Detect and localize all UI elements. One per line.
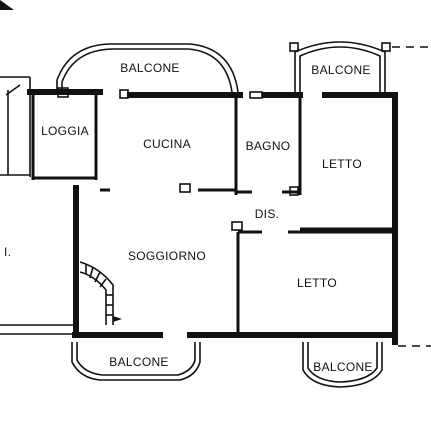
balcony-top-right <box>289 41 431 92</box>
label-loggia: LOGGIA <box>41 124 89 138</box>
staircase <box>79 261 122 325</box>
corner-arrow-icon <box>0 0 14 10</box>
walls <box>27 87 398 345</box>
side-mark: I. <box>4 245 11 259</box>
label-cucina: CUCINA <box>143 137 191 151</box>
label-soggiorno: SOGGIORNO <box>128 249 206 263</box>
label-bagno: BAGNO <box>246 139 291 153</box>
balcony-bottom-right <box>302 342 431 388</box>
label-letto-top: LETTO <box>322 157 362 171</box>
label-balcone-bottom-left: BALCONE <box>109 355 168 369</box>
balcony-bottom-left <box>71 342 201 381</box>
label-dis: DIS. <box>255 207 280 221</box>
adjacent-unit-lines <box>0 76 75 335</box>
label-letto-bottom: LETTO <box>297 276 337 290</box>
label-balcone-top-left: BALCONE <box>120 61 179 75</box>
label-balcone-top-right: BALCONE <box>311 63 370 77</box>
balcony-top-left <box>56 43 239 93</box>
label-balcone-bottom-right: BALCONE <box>313 360 372 374</box>
